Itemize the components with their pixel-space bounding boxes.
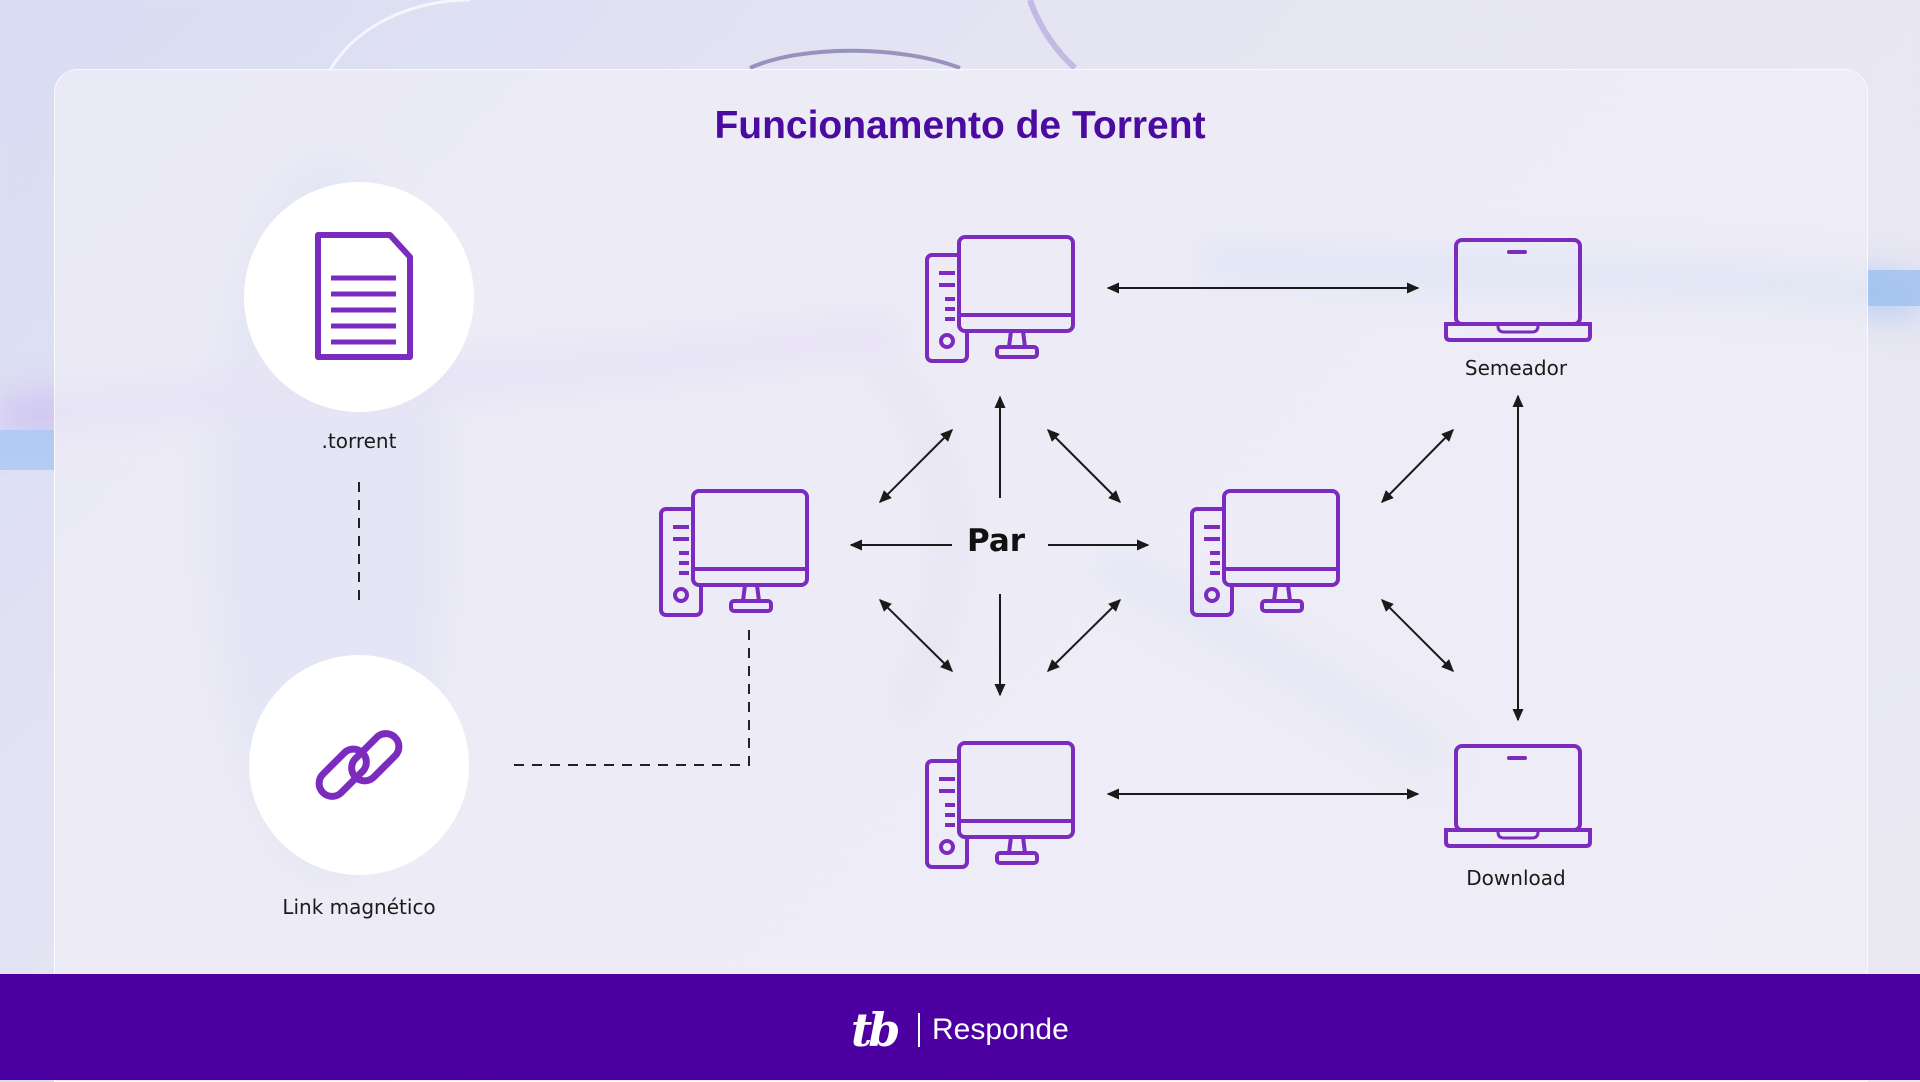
desktop-icon-bottom bbox=[925, 741, 1075, 869]
desktop-icon-top bbox=[925, 235, 1075, 363]
laptop-icon-seeder bbox=[1444, 238, 1592, 342]
torrent-label: .torrent bbox=[321, 429, 397, 453]
par-label: Par bbox=[966, 523, 1026, 559]
document-icon bbox=[315, 232, 413, 360]
arrow-diag-top-right bbox=[1047, 429, 1121, 503]
laptop-icon-download bbox=[1444, 744, 1592, 848]
magnet-link-label: Link magnético bbox=[282, 895, 436, 919]
arrow-diag-top-left bbox=[879, 429, 953, 503]
desktop-icon-right bbox=[1190, 489, 1340, 617]
link-icon bbox=[315, 730, 403, 800]
page-title: Funcionamento de Torrent bbox=[714, 104, 1206, 147]
download-label: Download bbox=[1466, 866, 1566, 890]
arrow-diag-bottom-left bbox=[879, 599, 953, 672]
arrow-diag-bottom-right bbox=[1047, 599, 1121, 672]
dashed-connector-magnet-peer bbox=[514, 622, 750, 766]
brand-name: Responde bbox=[932, 1013, 1069, 1046]
torrent-node bbox=[244, 182, 474, 412]
seeder-label: Semeador bbox=[1464, 356, 1568, 380]
footer-bar bbox=[0, 974, 1920, 1080]
brand-logo: tb bbox=[851, 1003, 900, 1057]
logo-separator bbox=[918, 1013, 920, 1047]
arrow-right-seeder bbox=[1381, 429, 1454, 503]
arrows bbox=[849, 282, 1524, 800]
magnet-link-node bbox=[249, 655, 469, 875]
arrow-right-download bbox=[1381, 599, 1454, 672]
desktop-icon-left bbox=[659, 489, 809, 617]
